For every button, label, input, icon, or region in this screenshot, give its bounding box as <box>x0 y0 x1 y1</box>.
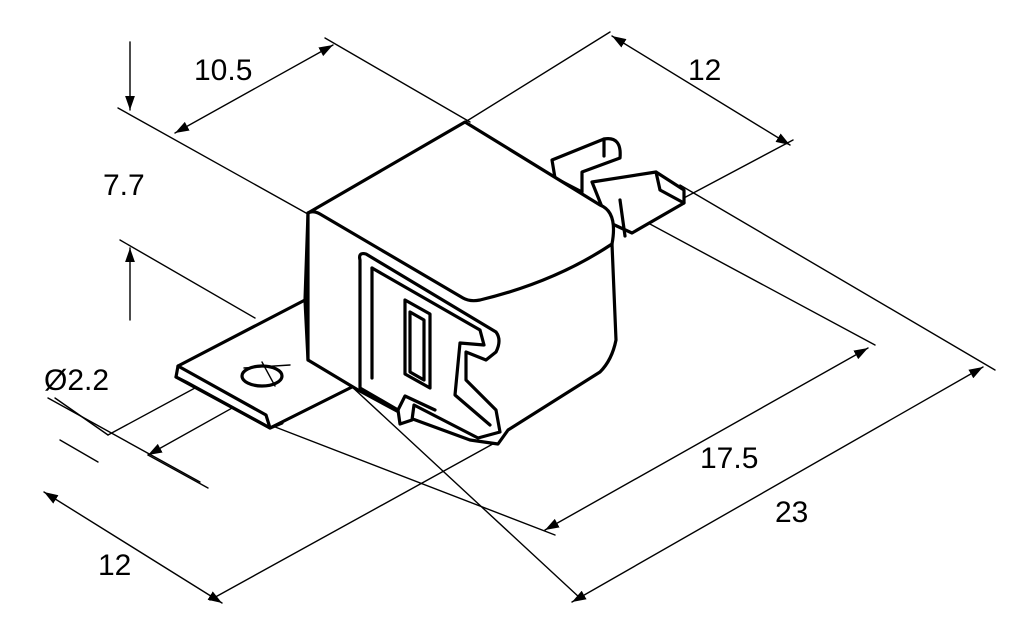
dim-arrow-hole-left <box>54 397 109 436</box>
component-body <box>174 120 686 446</box>
housing-top-edge <box>306 210 614 303</box>
dim-line-depth-top-right <box>611 35 791 146</box>
dimension-labels: 10.5 12 7.7 Ø2.2 17.5 23 12 <box>44 54 808 582</box>
extension-lines <box>47 31 996 601</box>
label-length-overall: 23 <box>775 496 808 529</box>
label-length-inner: 17.5 <box>700 442 758 475</box>
dimension-lines <box>43 35 984 604</box>
dim-line-width-bottom-left <box>43 491 223 604</box>
label-height: 7.7 <box>103 169 145 202</box>
label-depth-top-right: 12 <box>688 54 721 87</box>
dim-line-width-top <box>174 44 334 134</box>
mounting-hole <box>240 364 284 388</box>
label-width-top: 10.5 <box>194 54 252 87</box>
dim-line-length-overall <box>571 366 984 603</box>
label-hole-diameter: Ø2.2 <box>44 364 109 397</box>
label-width-bottom-left: 12 <box>98 549 131 582</box>
dim-arrow-hole-tail <box>147 454 209 489</box>
